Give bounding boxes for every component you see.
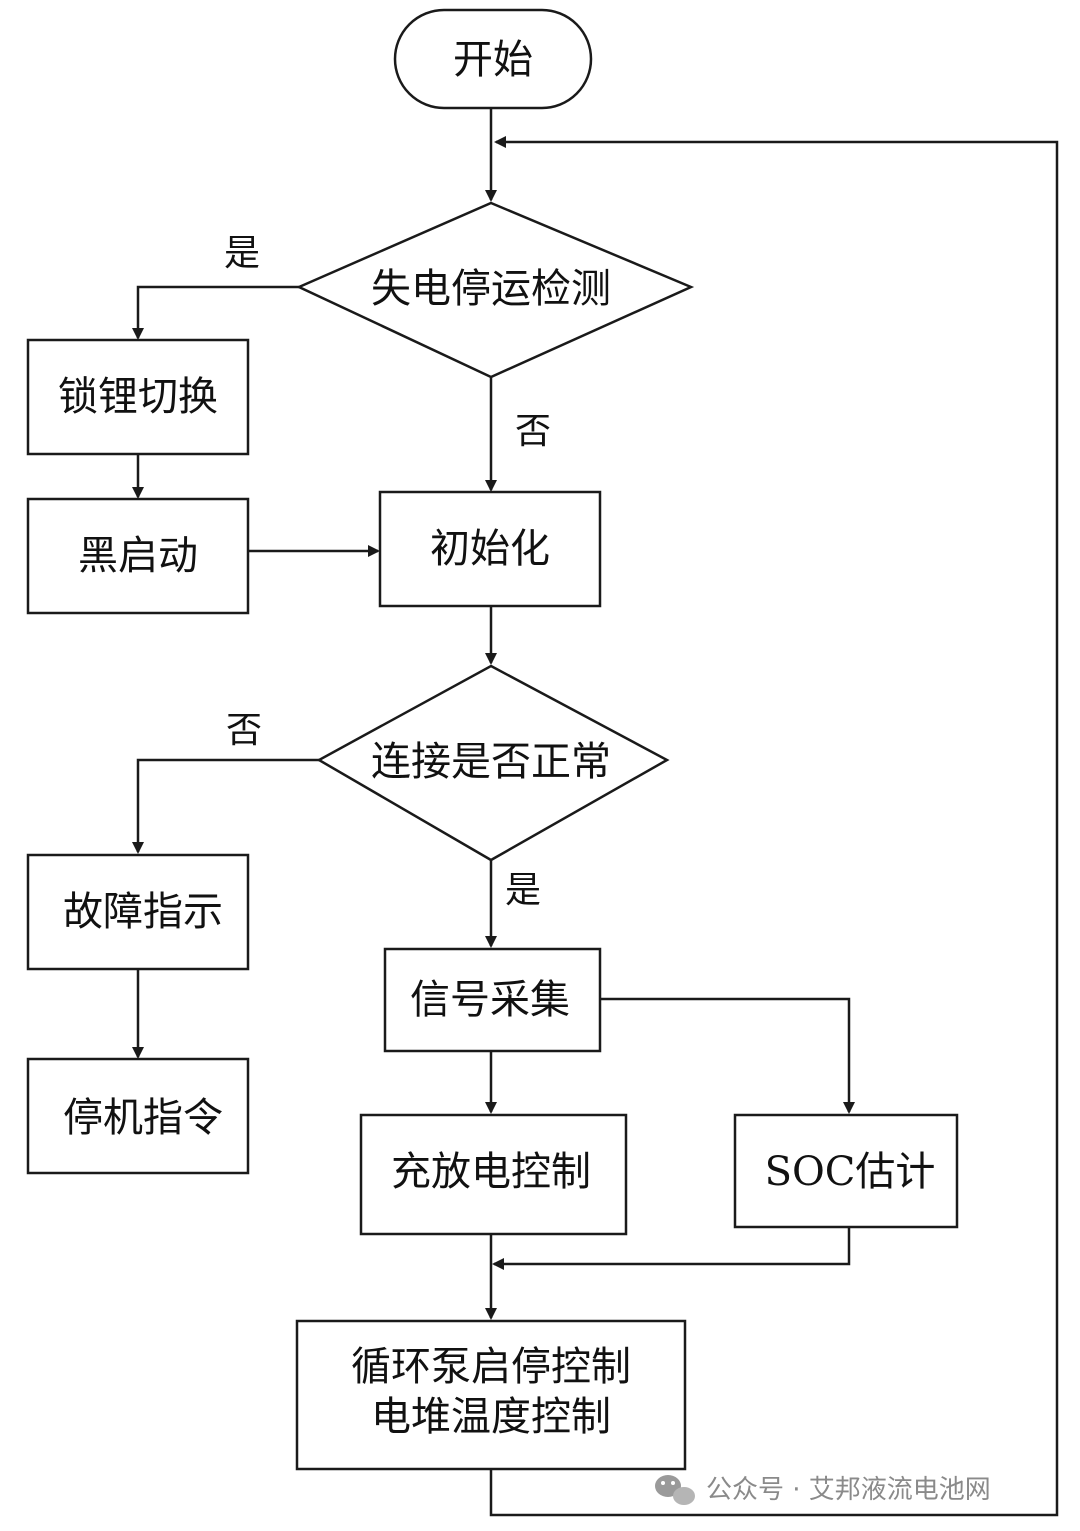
pump-temp-box	[295, 1319, 687, 1471]
edge-label-power-no: 否	[515, 411, 551, 452]
soc-box	[733, 1113, 959, 1229]
start-node	[393, 8, 593, 110]
edge-label-power-yes: 是	[224, 233, 260, 274]
wechat-icon	[655, 1475, 695, 1505]
arrow-conn-no	[132, 758, 319, 854]
init-label: 初始化	[430, 526, 550, 572]
watermark: 公众号 · 艾邦液流电池网	[655, 1475, 991, 1505]
black-start-box	[26, 497, 250, 615]
lock-switch-label: 锁锂切换	[58, 374, 218, 420]
stack-temp-label: 电堆温度控制	[371, 1394, 611, 1440]
charge-control-box	[359, 1113, 628, 1236]
signal-label: 信号采集	[410, 977, 570, 1023]
fault-indication-label: 故障指示	[63, 889, 223, 935]
soc-label: SOC估计	[765, 1149, 936, 1195]
fault-indication-box	[26, 853, 250, 971]
charge-control-label: 充放电控制	[391, 1149, 591, 1195]
pump-control-label: 循环泵启停控制	[351, 1344, 631, 1390]
edge-label-conn-yes: 是	[505, 870, 541, 911]
stop-command-label: 停机指令	[63, 1095, 223, 1141]
watermark-text: 公众号 · 艾邦液流电池网	[706, 1475, 991, 1505]
signal-box	[383, 947, 602, 1053]
start-label: 开始	[453, 37, 533, 83]
arrow-soc-merge	[492, 1227, 851, 1270]
arrow-check-yes	[132, 285, 299, 340]
edge-label-conn-no: 否	[226, 710, 262, 751]
power-check-label: 失电停运检测	[371, 266, 611, 312]
black-start-label: 黑启动	[78, 533, 198, 579]
arrow-loop-back	[489, 136, 1059, 1517]
stop-command-box	[26, 1057, 250, 1175]
arrow-signal-to-soc	[600, 997, 855, 1114]
conn-check-label: 连接是否正常	[371, 739, 611, 785]
